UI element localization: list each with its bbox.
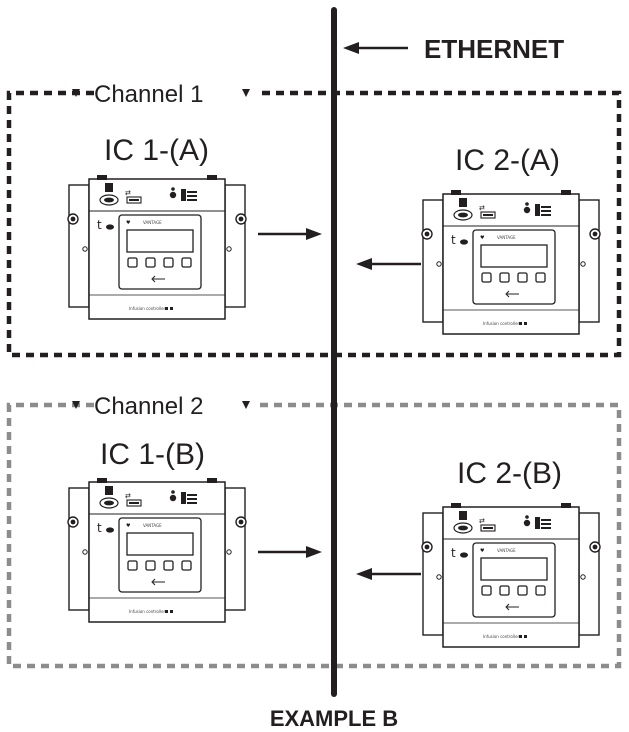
channel-2-title: Channel 2 — [94, 393, 203, 420]
channel-2-group: Channel 2 IC 1-(B) VANTAGE Infusion cont… — [6, 393, 622, 669]
brand-ic1-b: VANTAGE — [143, 523, 162, 528]
device-label-ic1-b: IC 1-(B) — [100, 438, 205, 471]
controller-ic1-b: VANTAGE Infusion controller — [67, 477, 247, 623]
channel-1-border — [6, 90, 622, 358]
device-label-ic1-a: IC 1-(A) — [104, 134, 209, 167]
model-tag-ic1-a: Infusion controller — [129, 306, 166, 311]
model-tag-ic2-b: Infusion controller — [483, 634, 520, 639]
controller-ic2-b: VANTAGE Infusion controller — [421, 502, 601, 648]
model-tag-ic2-a: Infusion controller — [483, 321, 520, 326]
arrow-ethernet-to-ic2-a — [356, 258, 421, 270]
device-label-ic2-b: IC 2-(B) — [457, 457, 562, 490]
arrow-ethernet-to-ic2-b — [356, 568, 421, 580]
arrow-ic1-b-to-ethernet — [258, 546, 322, 558]
controller-ic2-a: VANTAGE Infusion controller — [421, 189, 601, 335]
channel-2-left-triangle-icon — [72, 401, 80, 409]
ethernet-label: ETHERNET — [424, 34, 564, 64]
model-tag-ic1-b: Infusion controller — [129, 609, 166, 614]
channel-1-right-triangle-icon — [242, 89, 250, 97]
device-label-ic2-a: IC 2-(A) — [455, 144, 560, 177]
brand-ic1-a: VANTAGE — [143, 220, 162, 225]
channel-1-left-triangle-icon — [72, 89, 80, 97]
channel-2-right-triangle-icon — [242, 401, 250, 409]
brand-ic2-a: VANTAGE — [497, 235, 516, 240]
channel-1-title: Channel 1 — [94, 81, 203, 108]
channel-1-group: Channel 1 IC 1-(A) VANTAGE Infusion cont… — [6, 81, 622, 358]
channel-2-border — [6, 402, 622, 669]
example-caption: EXAMPLE B — [270, 706, 398, 731]
brand-ic2-b: VANTAGE — [497, 548, 516, 553]
ethernet-pointer-arrow — [343, 42, 408, 54]
arrow-ic1-a-to-ethernet — [258, 228, 322, 240]
controller-ic1-a: VANTAGE Infusion controller — [67, 174, 247, 320]
